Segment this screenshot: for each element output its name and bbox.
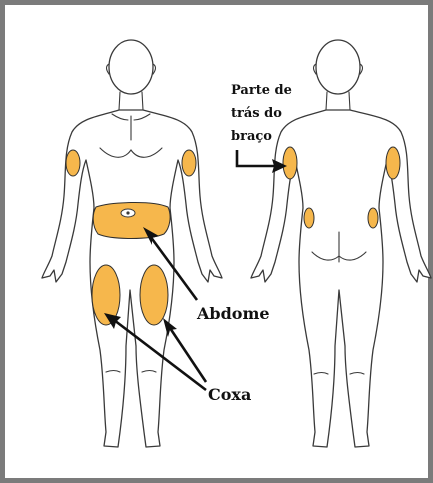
back-arm-label-line-2: trás do: [231, 106, 282, 121]
right-thigh-zone: [140, 265, 168, 325]
abdomen-label: Abdome: [196, 304, 270, 323]
back-hip-left-zone: [304, 208, 314, 228]
front-upper-arm-right-zone: [182, 150, 196, 176]
thigh-label: Coxa: [208, 385, 251, 404]
back-arm-label-line-3: braço: [231, 129, 272, 144]
front-body-figure: [42, 40, 222, 447]
back-arm-label-line-1: Parte de: [231, 83, 292, 98]
abdomen-zone: [93, 202, 170, 238]
back-body-figure: [251, 40, 431, 447]
back-upper-arm-left-zone: [283, 147, 297, 179]
navel-dot: [126, 211, 129, 214]
back-upper-arm-right-zone: [386, 147, 400, 179]
front-head: [109, 40, 153, 94]
front-upper-arm-left-zone: [66, 150, 80, 176]
back-torso-outline: [251, 110, 431, 447]
back-hip-right-zone: [368, 208, 378, 228]
back-head: [316, 40, 360, 94]
